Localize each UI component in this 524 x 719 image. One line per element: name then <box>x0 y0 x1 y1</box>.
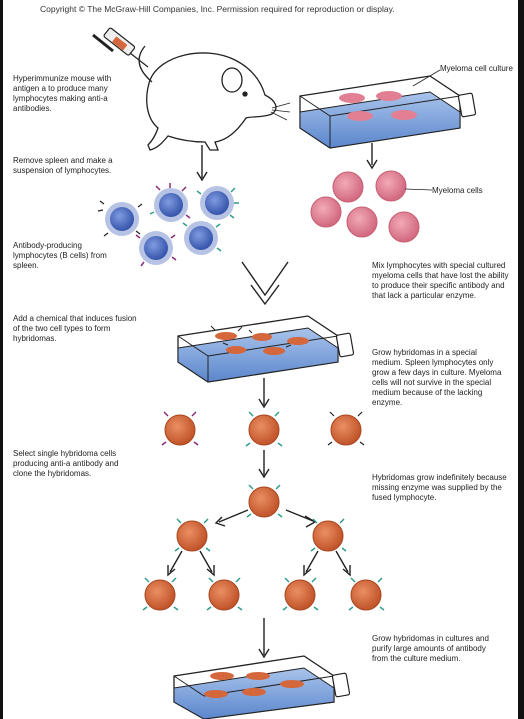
antibody-culture-flask <box>173 655 351 719</box>
label-myeloma-cells: Myeloma cells <box>432 186 483 195</box>
hybridoma-cells-row <box>161 411 365 447</box>
b-cell-lymphocytes <box>97 183 239 267</box>
mouse-icon <box>138 45 291 151</box>
step-b-cells: Antibody-producing lymphocytes (B cells)… <box>13 241 107 270</box>
step-remove-spleen: Remove spleen and make a suspension of l… <box>13 156 113 175</box>
syringe-icon <box>92 27 149 68</box>
lymphocyte <box>135 231 177 267</box>
lymphocyte <box>149 183 191 222</box>
step-select-clone: Select single hybridoma cells producing … <box>13 449 119 478</box>
label-myeloma-culture: Myeloma cell culture <box>440 64 513 73</box>
step-grow-indefinitely: Hybridomas grow indefinitely because mis… <box>372 473 507 502</box>
step-add-chemical: Add a chemical that induces fusion of th… <box>13 314 137 343</box>
merge-arrow-head <box>250 284 280 306</box>
right-border <box>518 0 524 719</box>
flow-arrows <box>167 143 378 659</box>
myeloma-cells <box>310 170 433 243</box>
step-grow-special: Grow hybridomas in a special medium. Spl… <box>372 348 502 407</box>
step-purify: Grow hybridomas in cultures and purify l… <box>372 634 489 663</box>
step-mix: Mix lymphocytes with special cultured my… <box>372 261 509 300</box>
lymphocyte <box>196 186 239 220</box>
lymphocyte <box>182 221 222 255</box>
cloned-hybridomas <box>142 484 385 611</box>
left-border <box>0 0 3 719</box>
myeloma-culture-flask <box>299 69 477 149</box>
lymphocyte <box>97 200 143 237</box>
merge-arrow <box>241 261 289 297</box>
copyright-notice: Copyright © The McGraw-Hill Companies, I… <box>40 4 395 14</box>
step-hyperimmunize: Hyperimmunize mouse with antigen a to pr… <box>13 74 112 113</box>
fusion-flask <box>177 315 355 383</box>
